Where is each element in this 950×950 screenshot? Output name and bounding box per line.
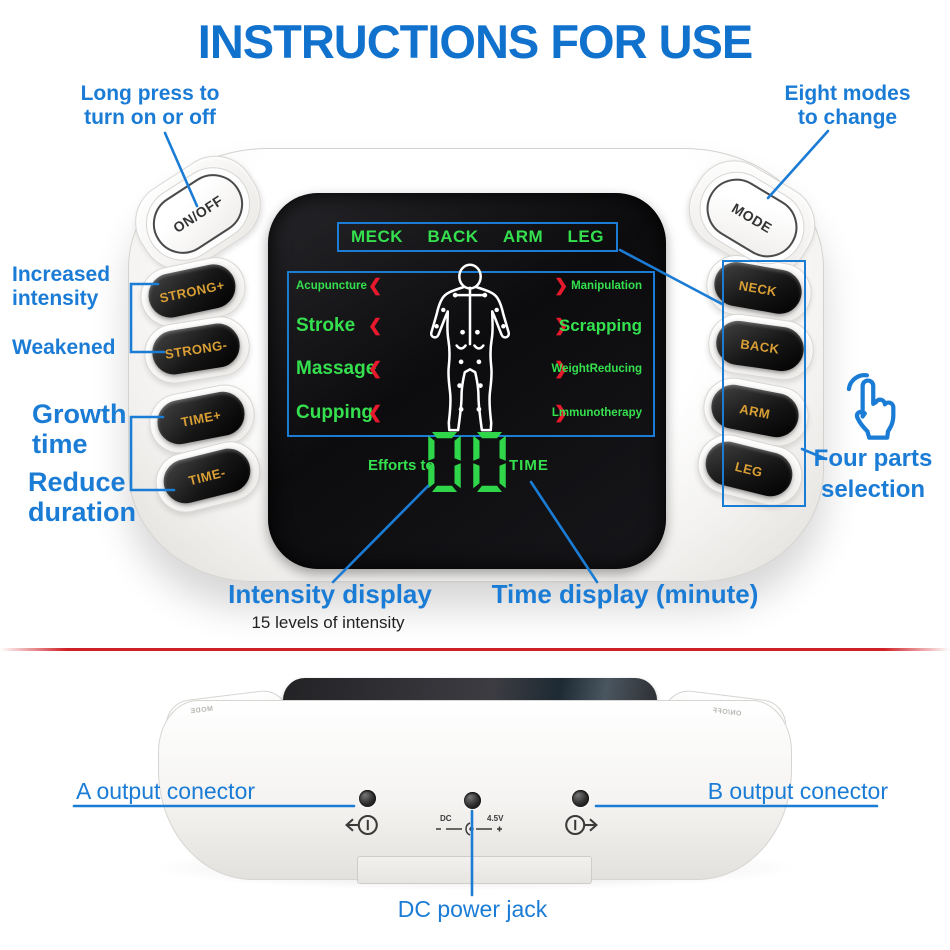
output-b-jack[interactable]: [572, 790, 589, 807]
mode-acupuncture: Acupuncture: [296, 280, 367, 292]
parts-row-highlight-box: MECK BACK ARM LEG: [337, 222, 618, 252]
strong-minus-label: STRONG-: [163, 336, 229, 362]
callout-long-press: Long press to turn on or off: [80, 82, 220, 129]
right-arrow-icon: ❯: [554, 359, 569, 378]
modes-highlight-box: [287, 271, 655, 437]
left-arrow-icon: ❮: [368, 316, 383, 335]
time-label: TIME: [509, 457, 549, 474]
left-arrow-icon: ❮: [368, 276, 383, 295]
callout-intensity-note: 15 levels of intensity: [251, 613, 405, 632]
output-b-symbol-icon: [565, 814, 598, 836]
screen-part-back: BACK: [427, 227, 479, 246]
mode-row: Stroke ❮ ❯ Scrapping: [292, 316, 648, 338]
section-divider: [0, 648, 950, 651]
screen-part-arm: ARM: [502, 227, 544, 246]
mode-button-label: MODE: [729, 199, 775, 237]
mode-row: Cupping ❮ ❯ Lmmunotherapy: [292, 403, 648, 425]
strong-plus-label: STRONG+: [158, 276, 226, 306]
mode-cupping: Cupping: [296, 402, 374, 423]
right-arrow-icon: ❯: [554, 403, 569, 422]
mode-manipulation: Manipulation: [571, 280, 642, 292]
mode-row: Acupuncture ❮ ❯ Manipulation: [292, 276, 648, 298]
voltage-label: 4.5V: [487, 814, 504, 823]
page-title: INSTRUCTIONS FOR USE: [197, 15, 753, 68]
right-arrow-icon: ❯: [554, 276, 569, 295]
output-a-jack[interactable]: [359, 790, 376, 807]
callout-reduce-duration: Reduce duration: [28, 467, 136, 528]
efforts-label: Efforts to: [368, 457, 435, 474]
body-figure-graphic: [429, 263, 511, 432]
mode-scrapping: Scrapping: [558, 316, 642, 335]
callout-intensity-display: Intensity display: [228, 579, 432, 609]
left-arrow-icon: ❮: [368, 403, 383, 422]
left-arrow-icon: ❮: [368, 359, 383, 378]
callout-eight-modes: Eight modes to change: [784, 82, 911, 129]
right-arrow-icon: ❯: [554, 316, 569, 335]
tap-hand-icon: [846, 373, 896, 440]
power-button-label: ON/OFF: [170, 192, 226, 236]
dc-polarity-icon: [436, 822, 502, 836]
four-parts-highlight-box: [722, 260, 806, 507]
time-digits: 00: [427, 430, 507, 499]
time-minus-label: TIME-: [187, 464, 227, 488]
callout-output-b: B output conector: [707, 778, 888, 804]
callout-time-display: Time display (minute): [491, 579, 759, 609]
output-a-symbol-icon: [345, 814, 378, 836]
callout-dc-power-jack: DC power jack: [397, 896, 548, 922]
time-plus-label: TIME+: [179, 406, 223, 430]
mode-stroke: Stroke: [296, 315, 356, 336]
callout-four-parts: Four parts selection: [813, 445, 933, 504]
mode-massage: Massage: [296, 358, 377, 379]
callout-growth-time: Growth time: [32, 399, 127, 460]
screen-part-leg: LEG: [567, 227, 604, 246]
callout-weakened: Weakened: [12, 336, 116, 359]
battery-door: [357, 856, 592, 884]
callout-output-a: A output conector: [76, 778, 256, 804]
callout-increased-intensity: Increased intensity: [12, 263, 111, 310]
screen-part-meck: MECK: [351, 227, 404, 246]
seven-segment-display: [428, 432, 506, 492]
mode-immunotherapy: Lmmunotherapy: [551, 407, 642, 419]
dc-label: DC: [440, 814, 452, 823]
dc-power-jack[interactable]: [464, 792, 481, 809]
mode-row: Massage ❮ ❯ WeightReducing: [292, 359, 648, 381]
mode-weightreducing: WeightReducing: [551, 363, 642, 375]
